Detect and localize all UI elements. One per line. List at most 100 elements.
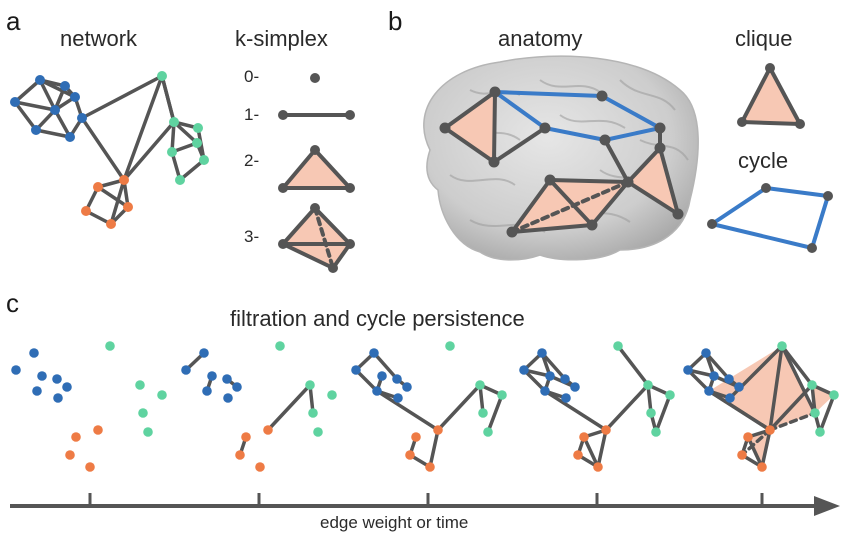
- simplex-2-fill: [283, 150, 350, 188]
- filtration-node-green: [483, 427, 493, 437]
- network-node-orange: [119, 175, 129, 185]
- filtration-node-orange: [241, 432, 251, 442]
- filtration-node-green: [829, 390, 839, 400]
- network-node-orange: [123, 202, 133, 212]
- edge: [686, 368, 711, 393]
- network-edge: [80, 74, 164, 120]
- filtration-node-blue: [393, 393, 403, 403]
- network-node-blue: [10, 97, 20, 107]
- cycle-node: [823, 191, 833, 201]
- filtration-node-green: [305, 380, 315, 390]
- network-node-green: [175, 175, 185, 185]
- anatomy-cycle-edge: [493, 90, 547, 130]
- anatomy-node: [586, 219, 598, 231]
- time-axis: [10, 493, 840, 516]
- network-edge: [178, 158, 206, 182]
- network-edge: [122, 120, 176, 182]
- clique-node: [765, 63, 775, 73]
- edge: [313, 148, 352, 190]
- edge: [596, 428, 608, 469]
- network-edge: [34, 128, 72, 139]
- simplex-3-node: [310, 203, 320, 213]
- edge: [375, 389, 440, 432]
- filtration-node-blue: [53, 393, 63, 403]
- anatomy-edge: [626, 146, 662, 184]
- edge: [354, 368, 379, 393]
- filtration-node-green: [478, 408, 488, 418]
- filtration-node-blue: [223, 393, 233, 403]
- anatomy-edge: [510, 223, 594, 234]
- simplex-3-node: [278, 239, 288, 249]
- network-node-green: [157, 71, 167, 81]
- network-title: network: [60, 26, 138, 51]
- anatomy-node: [599, 134, 611, 146]
- filtration-node-blue: [62, 382, 72, 392]
- edge: [746, 435, 764, 469]
- simplex-label-3: 3-: [244, 227, 259, 246]
- edge: [313, 206, 335, 270]
- filtration-node-blue: [202, 386, 212, 396]
- filtration-node-blue: [207, 371, 217, 381]
- anatomy-edge: [590, 180, 630, 227]
- anatomy-edge: [658, 146, 680, 216]
- edge: [740, 120, 802, 126]
- filtration-node-blue: [11, 365, 21, 375]
- filtration-node-orange: [255, 462, 265, 472]
- filtration-node-blue: [29, 348, 39, 358]
- anatomy-node: [672, 208, 684, 220]
- edge: [281, 242, 335, 270]
- anatomy-title: anatomy: [498, 26, 582, 51]
- anatomy-node: [596, 90, 608, 102]
- anatomy-node: [506, 226, 518, 238]
- edge: [428, 428, 440, 469]
- k-simplex-title: k-simplex: [235, 26, 328, 51]
- network-node-blue: [70, 92, 80, 102]
- anatomy-node: [488, 156, 500, 168]
- filtration-node-blue: [570, 382, 580, 392]
- filtration-node-green: [138, 408, 148, 418]
- cycle-edge: [710, 222, 814, 250]
- filtration-node-orange: [593, 462, 603, 472]
- anatomy-edge: [492, 126, 547, 164]
- anatomy-edge: [443, 126, 496, 164]
- clique-title: clique: [735, 26, 792, 51]
- filtration-fill: [748, 430, 770, 467]
- cycle-node: [761, 183, 771, 193]
- network-node-blue: [60, 81, 70, 91]
- anatomy-edge: [492, 90, 497, 164]
- filtration-node-blue: [545, 371, 555, 381]
- anatomy-cycle-edge: [543, 126, 607, 142]
- filtration-node-green: [313, 427, 323, 437]
- simplex-2-node: [278, 183, 288, 193]
- filtration-node-blue: [537, 348, 547, 358]
- filtration-node-green: [327, 390, 337, 400]
- simplex-3-node: [345, 239, 355, 249]
- filtration-node-green: [275, 341, 285, 351]
- filtration-node-green: [646, 408, 656, 418]
- anatomy-edge: [510, 180, 630, 234]
- network-node-blue: [77, 113, 87, 123]
- filtration-node-blue: [540, 386, 550, 396]
- clique-node: [795, 119, 805, 129]
- simplex-label-1: 1-: [244, 105, 259, 124]
- cycle-edge: [810, 194, 830, 250]
- simplex-label-0: 0-: [244, 67, 259, 86]
- network-node-green: [199, 155, 209, 165]
- anatomy-edge: [510, 178, 552, 234]
- filtration-node-orange: [235, 450, 245, 460]
- filtration-node-green: [135, 380, 145, 390]
- network-edge: [122, 74, 164, 182]
- filtration-node-orange: [573, 450, 583, 460]
- filtration-node-blue: [52, 374, 62, 384]
- filtration-node-orange: [757, 462, 767, 472]
- filtration-node-blue: [377, 371, 387, 381]
- edge: [768, 411, 817, 432]
- network-edge: [13, 100, 57, 112]
- anatomy-edge: [603, 138, 630, 184]
- edge: [760, 428, 772, 469]
- network-node-orange: [93, 182, 103, 192]
- filtration-node-green: [777, 341, 787, 351]
- edge: [266, 383, 312, 432]
- edge: [281, 206, 317, 246]
- filtration-node-blue: [725, 393, 735, 403]
